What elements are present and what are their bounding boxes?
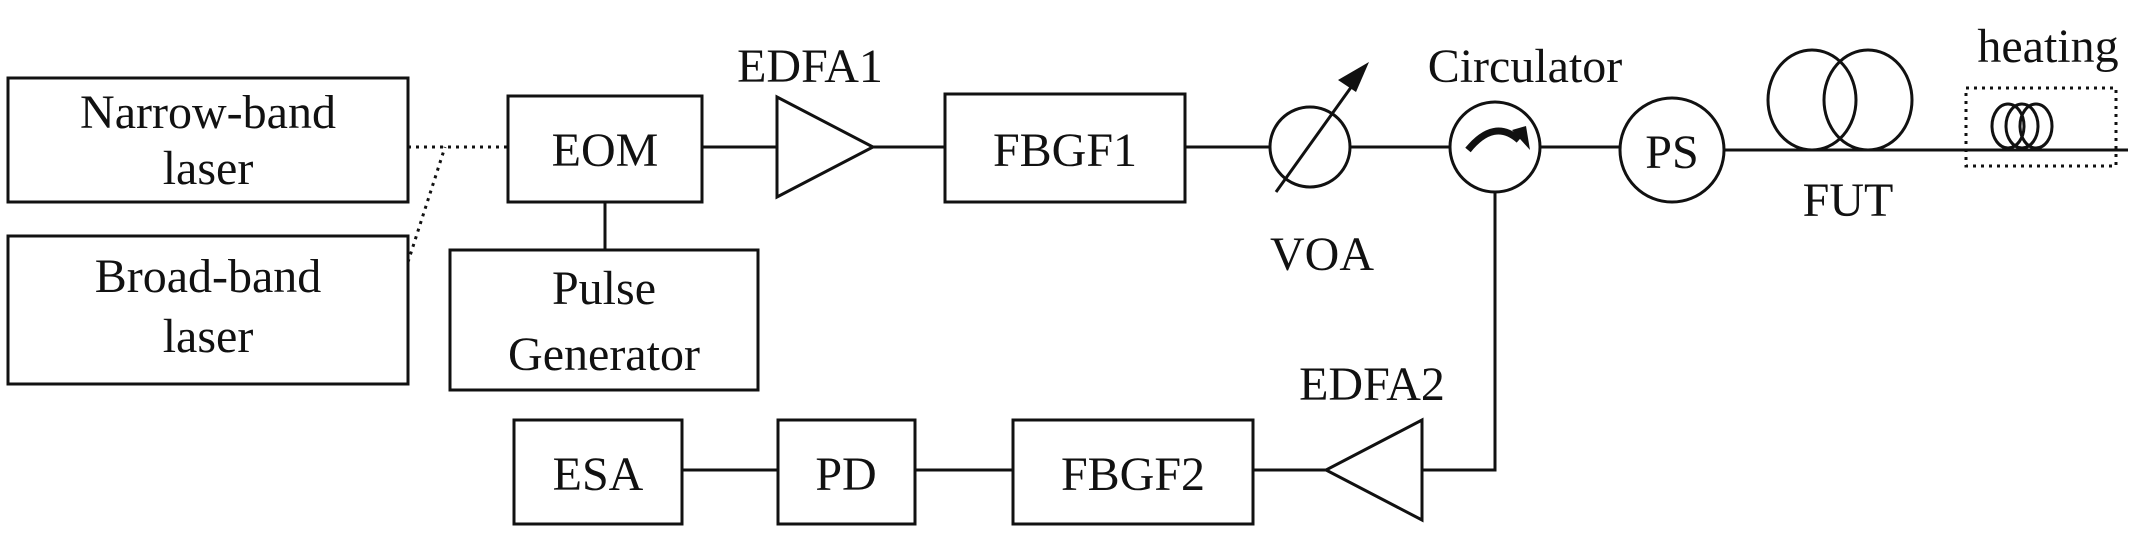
edfa1-amplifier: EDFA1 (737, 40, 883, 200)
voa-label: VOA (1270, 228, 1374, 281)
edfa1-label: EDFA1 (737, 40, 883, 93)
heating-label: heating (1977, 20, 2118, 73)
circulator-label: Circulator (1428, 40, 1623, 93)
broad-band-laser-label-line2: laser (163, 310, 254, 363)
ps-polarization-scrambler: PS (1618, 96, 1726, 204)
voa-attenuator: VOA (1268, 62, 1374, 281)
eom-label: EOM (552, 124, 659, 177)
fbgf1-filter: FBGF1 (943, 92, 1187, 204)
esa-label: ESA (553, 448, 644, 501)
pulse-generator-block: Pulse Generator (448, 248, 760, 392)
pd-photodetector: PD (776, 418, 917, 526)
fbgf1-label: FBGF1 (993, 124, 1137, 177)
narrow-band-laser: Narrow-band laser (6, 76, 410, 204)
narrow-band-laser-label-line2: laser (163, 142, 254, 195)
circulator: Circulator (1428, 40, 1623, 194)
esa-analyzer: ESA (512, 418, 684, 526)
fut-fiber-spool: FUT (1766, 48, 1914, 227)
heating-section: heating (1964, 20, 2119, 168)
pulse-generator-label-line1: Pulse (552, 262, 656, 315)
fbgf2-label: FBGF2 (1061, 448, 1205, 501)
fbgf2-filter: FBGF2 (1011, 418, 1255, 526)
broad-band-laser-label-line1: Broad-band (95, 250, 322, 303)
narrow-band-laser-label-line1: Narrow-band (80, 86, 336, 139)
fiber-circulator-edfa2 (1422, 192, 1497, 472)
eom-block: EOM (506, 94, 704, 204)
edfa2-amplifier: EDFA2 (1299, 358, 1445, 523)
fut-label: FUT (1803, 174, 1894, 227)
broad-band-laser: Broad-band laser (6, 234, 410, 386)
pd-label: PD (815, 448, 876, 501)
laser-combiner-dotted (406, 145, 508, 263)
pulse-generator-label-line2: Generator (508, 328, 700, 381)
ps-label: PS (1645, 126, 1698, 179)
edfa2-label: EDFA2 (1299, 358, 1445, 411)
